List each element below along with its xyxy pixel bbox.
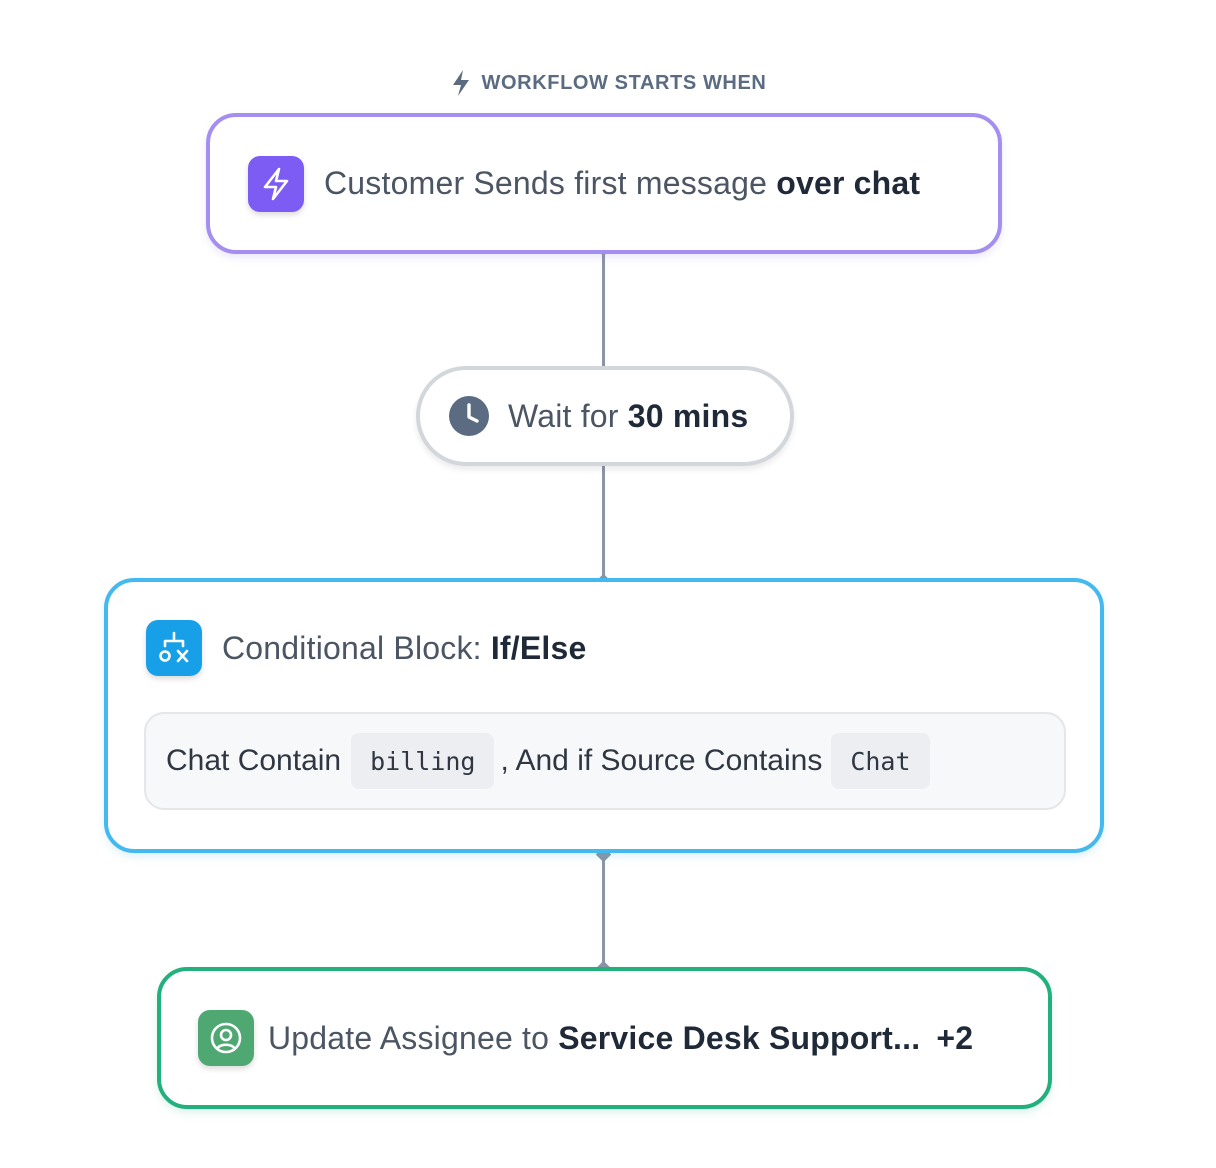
lightning-icon [248,155,304,212]
condition-2-label: , And if Source Contains [500,744,823,777]
conditional-title-bold: If/Else [490,629,587,666]
connector-line [602,464,605,582]
condition-2-value-chip[interactable]: Chat [831,733,930,789]
conditional-title-prefix: Conditional Block: [222,629,491,666]
wait-card[interactable]: Wait for 30 mins [416,366,794,466]
connector-line [602,851,605,971]
branch-icon [146,620,202,676]
conditional-card[interactable]: Conditional Block: If/Else Chat Contain … [104,578,1104,853]
trigger-card[interactable]: Customer Sends first message over chat [206,113,1002,254]
trigger-text-bold: over chat [776,165,921,201]
condition-row[interactable]: Chat Contain billing , And if Source Con… [144,712,1066,810]
wait-text-prefix: Wait for [508,397,628,434]
action-text-prefix: Update Assignee to [268,1019,559,1056]
workflow-header: WORKFLOW STARTS WHEN [0,66,1216,100]
condition-1-label: Chat Contain [166,744,342,777]
extra-count-badge[interactable]: +2 [936,1019,974,1056]
connector-line [602,250,605,368]
clock-icon [449,396,489,436]
condition-1-value-chip[interactable]: billing [351,733,495,789]
wait-text-bold: 30 mins [627,397,749,434]
user-icon [198,1010,254,1066]
action-card[interactable]: Update Assignee to Service Desk Support.… [157,967,1052,1109]
trigger-text: Customer Sends first message over chat [324,165,920,202]
wait-text: Wait for 30 mins [508,398,748,435]
conditional-header: Conditional Block: If/Else [146,620,587,676]
action-text: Update Assignee to Service Desk Support.… [268,1020,973,1057]
trigger-text-prefix: Customer Sends first message [324,165,777,201]
workflow-header-label: WORKFLOW STARTS WHEN [481,71,767,94]
action-text-bold: Service Desk Support... [558,1019,921,1056]
conditional-title: Conditional Block: If/Else [222,630,587,667]
lightning-icon [450,69,472,97]
